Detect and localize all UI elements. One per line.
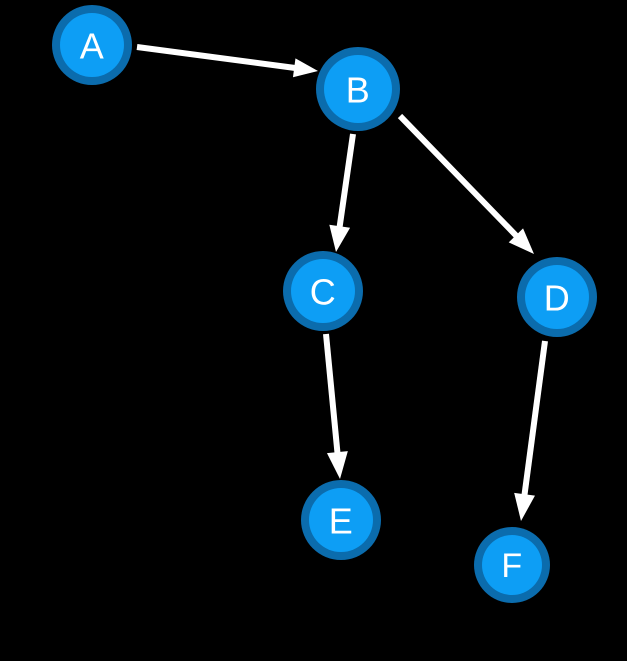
node-fill bbox=[525, 265, 589, 329]
node-label: F bbox=[501, 547, 522, 585]
arrowhead-icon bbox=[514, 492, 535, 521]
edge-b-to-c bbox=[329, 133, 356, 252]
edge-line bbox=[521, 340, 548, 497]
graph-node-d[interactable]: D bbox=[517, 257, 597, 337]
edge-b-to-d bbox=[397, 113, 534, 254]
node-label: C bbox=[310, 272, 337, 313]
node-fill bbox=[324, 55, 392, 123]
graph-node-f[interactable]: F bbox=[474, 527, 550, 603]
arrowhead-icon bbox=[329, 224, 351, 252]
graph-node-e[interactable]: E bbox=[301, 480, 381, 560]
node-label: A bbox=[80, 26, 105, 67]
arrowhead-icon bbox=[508, 228, 534, 254]
graph-node-c[interactable]: C bbox=[283, 251, 363, 331]
edge-d-to-f bbox=[514, 340, 548, 521]
graph-node-b[interactable]: B bbox=[316, 47, 400, 131]
node-label: E bbox=[329, 501, 354, 542]
edge-a-to-b bbox=[136, 44, 318, 78]
node-label: B bbox=[346, 70, 371, 111]
edge-c-to-e bbox=[323, 333, 348, 479]
edge-line bbox=[136, 44, 297, 72]
edge-line bbox=[397, 113, 520, 239]
node-fill bbox=[482, 535, 542, 595]
edge-line bbox=[336, 133, 356, 229]
nodes-layer: A B C D E F bbox=[52, 5, 597, 603]
node-fill bbox=[291, 259, 355, 323]
edge-line bbox=[323, 333, 341, 455]
node-label: D bbox=[544, 278, 571, 319]
edges-layer bbox=[136, 44, 548, 521]
node-fill bbox=[60, 13, 124, 77]
node-fill bbox=[309, 488, 373, 552]
arrowhead-icon bbox=[326, 451, 348, 479]
graph-node-a[interactable]: A bbox=[52, 5, 132, 85]
arrowhead-icon bbox=[292, 58, 318, 78]
